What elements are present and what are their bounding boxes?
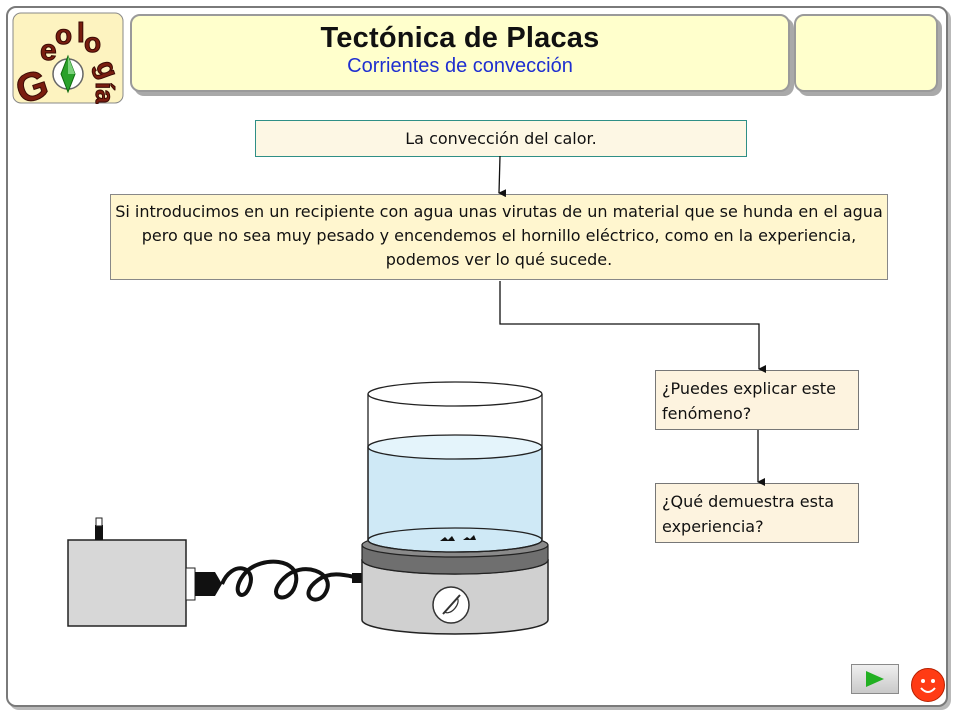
beaker-icon bbox=[367, 381, 543, 553]
power-cable bbox=[220, 559, 361, 602]
question-demonstrate: ¿Qué demuestra esta experiencia? bbox=[655, 483, 859, 543]
svg-text:o: o bbox=[55, 19, 72, 50]
power-supply-icon bbox=[67, 517, 222, 627]
smiley-face-icon[interactable] bbox=[911, 668, 945, 702]
next-button[interactable] bbox=[851, 664, 899, 694]
svg-text:o: o bbox=[84, 27, 101, 58]
side-banner bbox=[794, 14, 938, 92]
title-banner: Tectónica de Placas Corrientes de convec… bbox=[130, 14, 790, 92]
page-subtitle: Corrientes de convección bbox=[347, 55, 573, 77]
play-right-icon bbox=[866, 671, 884, 687]
section-heading: La convección del calor. bbox=[255, 120, 747, 157]
page-title: Tectónica de Placas bbox=[320, 22, 600, 54]
explanation-paragraph: Si introducimos en un recipiente con agu… bbox=[110, 194, 888, 280]
svg-text:ía: ía bbox=[90, 82, 120, 104]
question-explain: ¿Puedes explicar este fenómeno? bbox=[655, 370, 859, 430]
svg-text:l: l bbox=[77, 17, 85, 48]
svg-text:e: e bbox=[40, 34, 57, 67]
